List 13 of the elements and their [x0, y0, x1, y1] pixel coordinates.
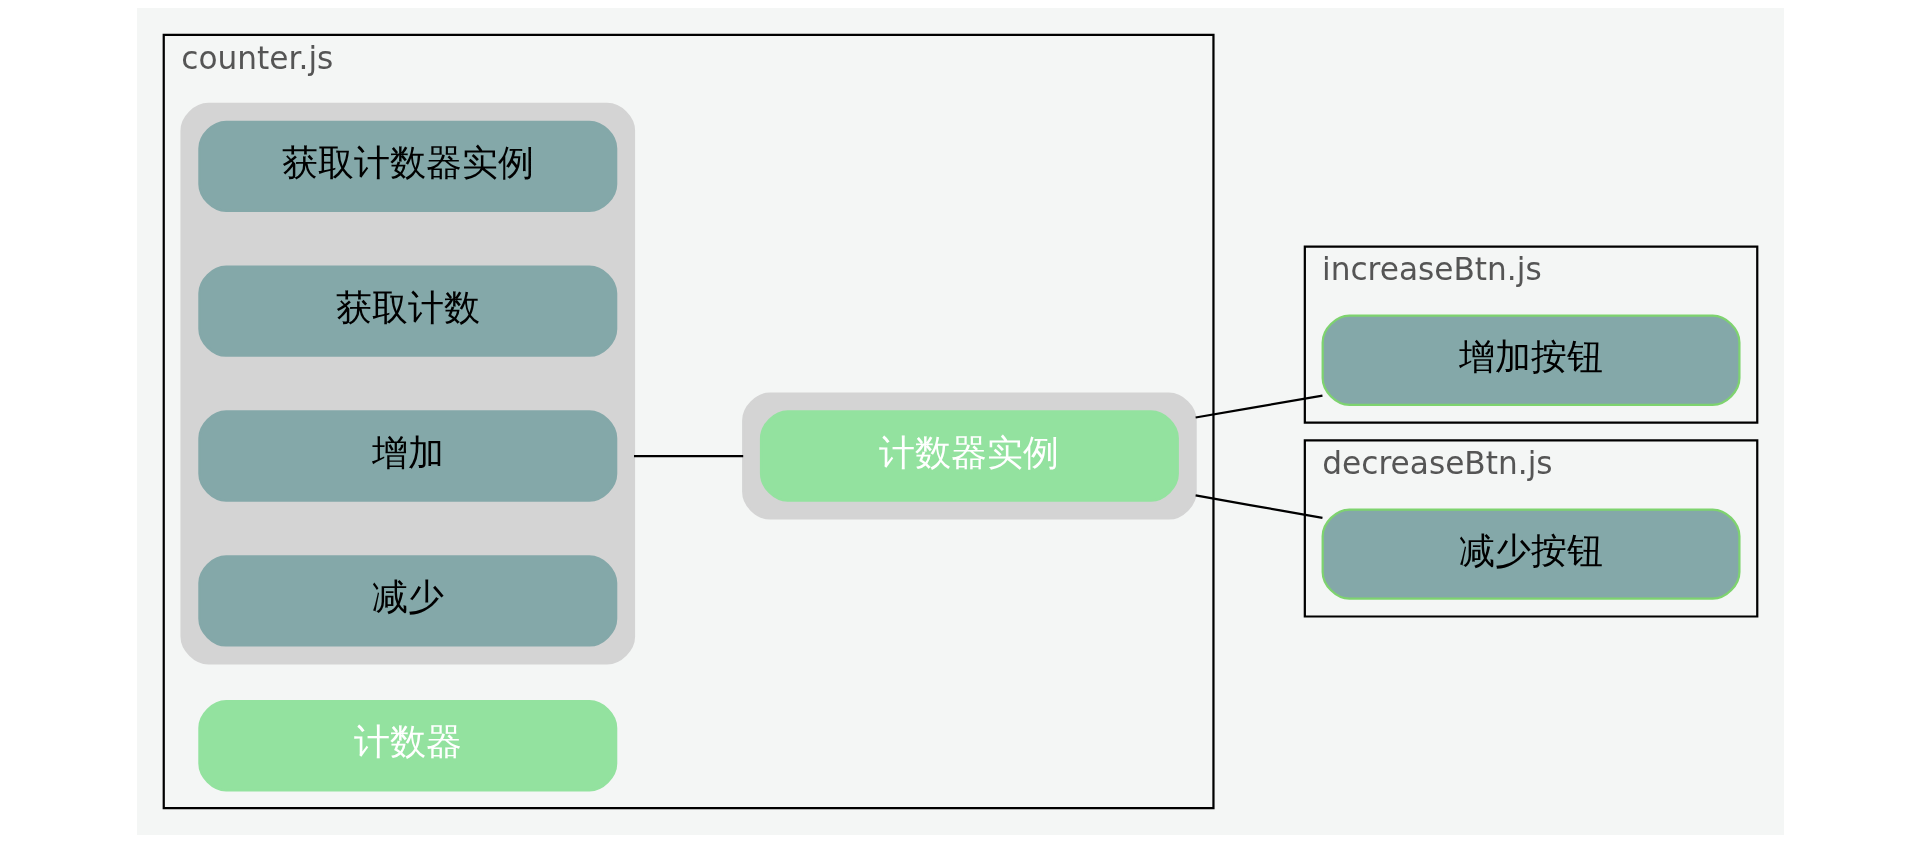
connector — [1194, 394, 1323, 419]
connector — [1194, 494, 1323, 519]
node-box: 减少 — [197, 555, 617, 647]
node-box: 减少按钮 — [1321, 508, 1741, 600]
connector — [633, 454, 743, 458]
node-box: 获取计数 — [197, 265, 617, 357]
cluster — [179, 102, 635, 665]
node-box: 获取计数器实例 — [197, 120, 617, 212]
node-box: 计数器实例 — [759, 410, 1179, 502]
node-box: 增加按钮 — [1321, 314, 1741, 406]
node-box: 计数器 — [197, 700, 617, 792]
node-box: 增加 — [197, 410, 617, 502]
cluster — [741, 392, 1197, 520]
